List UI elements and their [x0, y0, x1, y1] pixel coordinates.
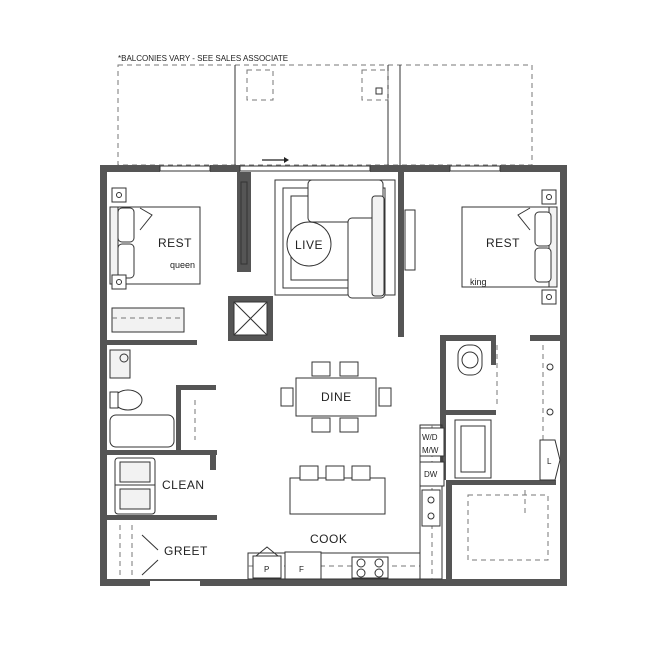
fridge-label: F: [299, 565, 304, 574]
clean-area: [114, 457, 156, 515]
washer-dryer-label: W/D: [422, 433, 438, 442]
linen-label: L: [547, 457, 552, 466]
dishwasher-label: DW: [424, 470, 438, 479]
pantry-label: P: [264, 565, 269, 574]
sliding-door-arrow-icon: [262, 157, 289, 163]
dining-table: [280, 361, 392, 433]
right-bed: [461, 189, 558, 305]
room-label-dine: DINE: [321, 390, 352, 404]
room-label-clean: CLEAN: [162, 478, 205, 492]
bed-size-queen: queen: [170, 260, 195, 270]
room-label-live: LIVE: [295, 238, 323, 252]
room-label-rest-left: REST: [158, 236, 192, 250]
living-area: [274, 179, 396, 299]
balcony: [117, 64, 533, 166]
room-label-rest-right: REST: [486, 236, 520, 250]
kitchen-counters: [247, 424, 445, 580]
microwave-label: M/W: [422, 446, 439, 455]
right-bath: [454, 344, 561, 561]
room-label-cook: COOK: [310, 532, 347, 546]
exterior-walls: [100, 165, 567, 586]
room-label-greet: GREET: [164, 544, 208, 558]
left-bed: [109, 187, 201, 290]
kitchen-island: [289, 465, 386, 515]
closet-left: [111, 307, 185, 333]
left-bath: [109, 349, 196, 448]
greet-area: [119, 525, 200, 581]
interior-walls: [107, 172, 567, 579]
balconies-note: *BALCONIES VARY - SEE SALES ASSOCIATE: [118, 54, 288, 63]
bed-size-king: king: [470, 277, 487, 287]
